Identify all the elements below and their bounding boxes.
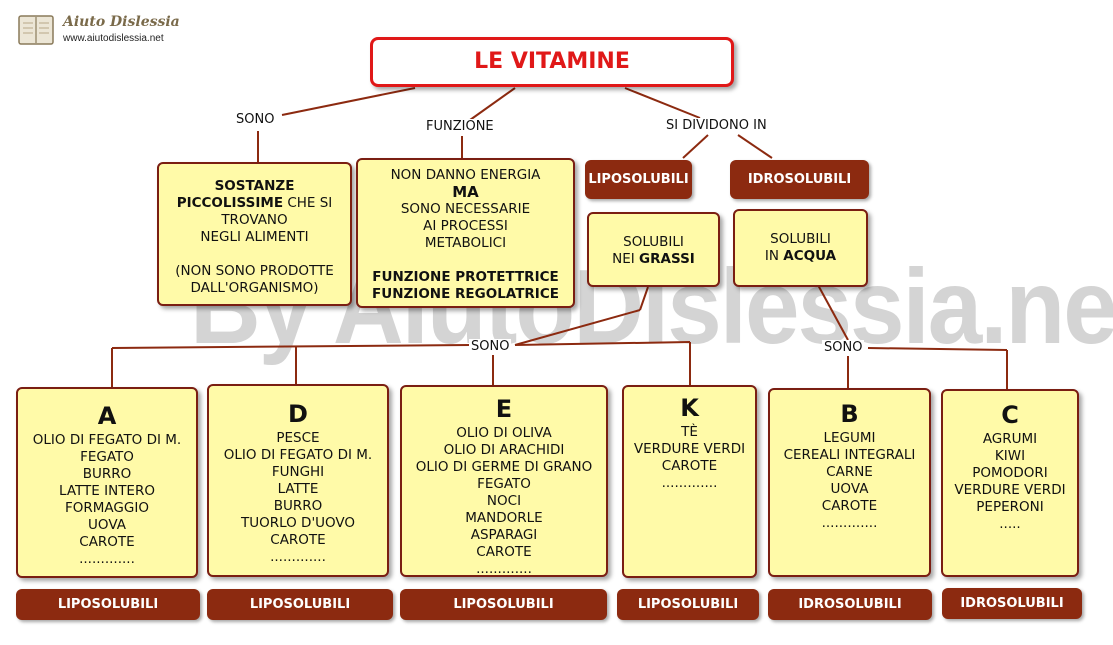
vitamin-letter: A — [97, 402, 117, 430]
food-item: ..... — [999, 516, 1021, 532]
solubility-fats-box: SOLUBILI NEI GRASSI — [587, 212, 720, 287]
food-item: OLIO DI FEGATO DI M. — [32, 432, 182, 448]
solubility-water-line-2: IN ACQUA — [735, 248, 866, 265]
solubility-fats-prefix: NEI — [612, 251, 640, 267]
food-item: TUORLO D'UOVO — [240, 515, 356, 531]
vitamin-letter: E — [495, 395, 513, 423]
food-item: PEPERONI — [976, 499, 1044, 515]
food-item: MANDORLE — [465, 510, 543, 526]
function-line-2: MA — [452, 183, 479, 201]
food-item: ............. — [661, 475, 718, 491]
definition-line-5: (NON SONO PRODOTTE — [175, 263, 334, 279]
food-item: BURRO — [273, 498, 323, 514]
food-item: FUNGHI — [271, 464, 325, 480]
food-item: ............. — [476, 561, 532, 577]
food-item: LEGUMI — [823, 430, 876, 446]
function-line-5: METABOLICI — [424, 235, 507, 251]
site-logo: Aiuto Dislessia www.aiutodislessia.net — [17, 12, 187, 48]
solubility-fats-line-2: NEI GRASSI — [589, 251, 718, 268]
vitamin-letter: K — [680, 394, 699, 422]
definition-line-1: SOSTANZE — [214, 178, 295, 194]
food-item: ............. — [79, 551, 135, 567]
food-item: FORMAGGIO — [65, 500, 149, 516]
function-line-7: FUNZIONE REGOLATRICE — [372, 286, 559, 302]
food-item: CAROTE — [79, 534, 135, 550]
function-line-6: FUNZIONE PROTETTRICE — [372, 269, 559, 285]
vitamin-d-type-label: LIPOSOLUBILI — [207, 589, 393, 620]
book-logo-icon — [18, 15, 54, 45]
food-item: PESCE — [276, 430, 320, 446]
vitamin-box-k: K TÈ VERDURE VERDI CAROTE ............. — [622, 385, 757, 578]
food-item: BURRO — [82, 466, 132, 482]
link-label-sono: SONO — [234, 112, 277, 127]
solubility-fats-bold: GRASSI — [639, 251, 695, 267]
food-item: CAROTE — [270, 532, 326, 548]
food-item: VERDURE VERDI — [954, 482, 1066, 498]
food-item: KIWI — [994, 448, 1026, 464]
link-label-funzione: FUNZIONE — [424, 119, 496, 134]
definition-bold-word: PICCOLISSIME — [176, 195, 284, 211]
solubility-water-bold: ACQUA — [783, 248, 837, 264]
logo-url: www.aiutodislessia.net — [63, 33, 164, 44]
food-item: UOVA — [830, 481, 869, 497]
title-box: LE VITAMINE — [370, 37, 734, 87]
link-label-si-dividono: SI DIVIDONO IN — [664, 118, 769, 133]
food-item: ............. — [821, 515, 878, 531]
food-item: AGRUMI — [982, 431, 1038, 447]
food-item: VERDURE VERDI — [633, 441, 746, 457]
food-item: UOVA — [88, 517, 126, 533]
function-line-1: NON DANNO ENERGIA — [390, 167, 541, 183]
function-box: NON DANNO ENERGIA MA SONO NECESSARIE AI … — [356, 158, 575, 308]
vitamin-k-type-label: LIPOSOLUBILI — [617, 589, 759, 620]
food-item: FEGATO — [80, 449, 134, 465]
vitamin-e-type-label: LIPOSOLUBILI — [400, 589, 607, 620]
solubility-water-prefix: IN — [764, 248, 784, 264]
food-item: OLIO DI GERME DI GRANO — [415, 459, 593, 475]
vitamin-a-type-label: LIPOSOLUBILI — [16, 589, 200, 620]
vitamin-box-a: A OLIO DI FEGATO DI M. FEGATO BURRO LATT… — [16, 387, 198, 578]
food-item: LATTE INTERO — [59, 483, 155, 499]
vitamin-letter: C — [1001, 401, 1019, 429]
definition-line-3: TROVANO — [221, 212, 288, 228]
food-item: CEREALI INTEGRALI — [783, 447, 916, 463]
category-idrosolubili: IDROSOLUBILI — [730, 160, 869, 199]
definition-line-2-rest: CHE SI — [283, 195, 333, 211]
link-label-sono-lipo: SONO — [469, 339, 512, 354]
food-item: CARNE — [826, 464, 873, 480]
solubility-water-box: SOLUBILI IN ACQUA — [733, 209, 868, 287]
food-item: LATTE — [277, 481, 319, 497]
food-item: FEGATO — [477, 476, 531, 492]
food-item: CAROTE — [476, 544, 532, 560]
definition-line-2: PICCOLISSIME CHE SI — [159, 195, 350, 212]
solubility-fats-line-1: SOLUBILI — [623, 234, 684, 250]
food-item: ASPARAGI — [470, 527, 538, 543]
food-item: OLIO DI FEGATO DI M. — [223, 447, 373, 463]
vitamin-box-c: C AGRUMI KIWI POMODORI VERDURE VERDI PEP… — [941, 389, 1079, 577]
food-item: CAROTE — [661, 458, 718, 474]
function-line-3: SONO NECESSARIE — [400, 201, 531, 217]
vitamin-c-type-label: IDROSOLUBILI — [942, 588, 1082, 619]
definition-line-6: DALL'ORGANISMO) — [190, 280, 319, 296]
food-item: OLIO DI ARACHIDI — [443, 442, 565, 458]
logo-name: Aiuto Dislessia — [63, 14, 180, 30]
definition-line-4: NEGLI ALIMENTI — [200, 229, 309, 245]
food-item: NOCI — [486, 493, 522, 509]
link-label-sono-idro: SONO — [822, 340, 865, 355]
category-liposolubili: LIPOSOLUBILI — [585, 160, 692, 199]
vitamin-b-type-label: IDROSOLUBILI — [768, 589, 932, 620]
food-item: CAROTE — [821, 498, 878, 514]
function-line-4: AI PROCESSI — [423, 218, 508, 234]
food-item: OLIO DI OLIVA — [456, 425, 552, 441]
food-item: POMODORI — [972, 465, 1048, 481]
vitamin-box-e: E OLIO DI OLIVA OLIO DI ARACHIDI OLIO DI… — [400, 385, 608, 577]
definition-box: SOSTANZE PICCOLISSIME CHE SI TROVANO NEG… — [157, 162, 352, 306]
solubility-water-line-1: SOLUBILI — [770, 231, 831, 247]
vitamin-letter: D — [288, 400, 308, 428]
vitamin-box-b: B LEGUMI CEREALI INTEGRALI CARNE UOVA CA… — [768, 388, 931, 577]
food-item: ............. — [270, 549, 326, 565]
vitamin-box-d: D PESCE OLIO DI FEGATO DI M. FUNGHI LATT… — [207, 384, 389, 577]
vitamin-letter: B — [840, 400, 859, 428]
food-item: TÈ — [681, 424, 698, 440]
